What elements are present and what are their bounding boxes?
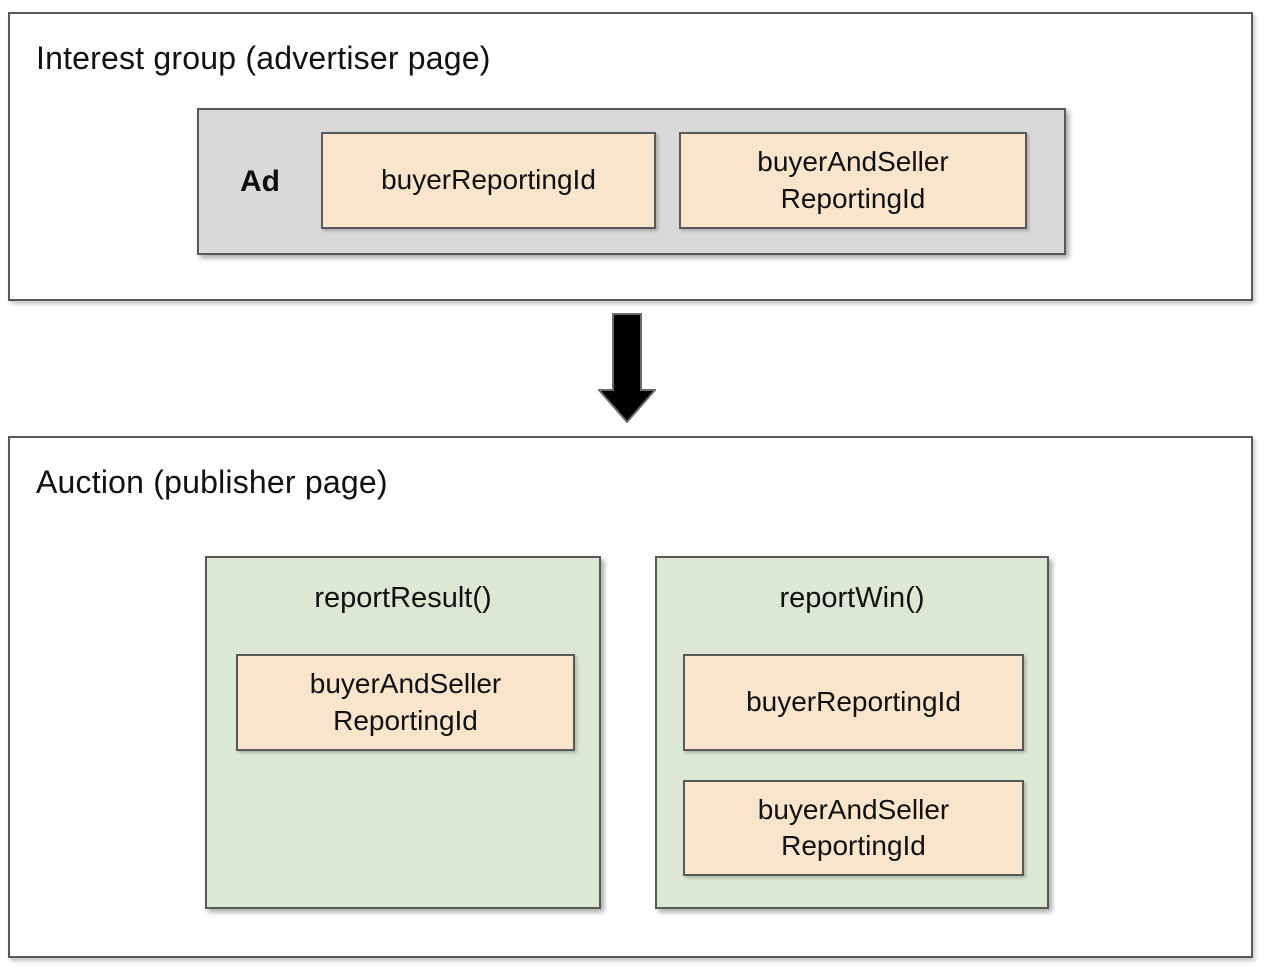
report-win-box: reportWin() buyerReportingId buyerAndSel… bbox=[655, 556, 1049, 909]
report-win-label: reportWin() bbox=[779, 582, 925, 614]
down-arrow-icon bbox=[598, 313, 656, 423]
buyer-and-seller-reporting-id-field: buyerAndSeller ReportingId bbox=[679, 132, 1027, 229]
buyer-reporting-id-field: buyerReportingId bbox=[321, 132, 656, 229]
auction-title: Auction (publisher page) bbox=[36, 464, 388, 500]
ad-container: Ad buyerReportingId buyerAndSeller Repor… bbox=[197, 108, 1066, 255]
buyer-and-seller-reporting-id-field: buyerAndSeller ReportingId bbox=[236, 654, 575, 751]
report-result-box: reportResult() buyerAndSeller ReportingI… bbox=[205, 556, 601, 909]
interest-group-section: Interest group (advertiser page) Ad buye… bbox=[8, 12, 1253, 301]
ad-label: Ad bbox=[240, 164, 280, 198]
auction-section: Auction (publisher page) reportResult() … bbox=[8, 436, 1253, 958]
report-result-label: reportResult() bbox=[314, 582, 492, 614]
buyer-and-seller-reporting-id-field: buyerAndSeller ReportingId bbox=[683, 780, 1024, 876]
interest-group-title: Interest group (advertiser page) bbox=[36, 40, 491, 76]
buyer-reporting-id-field: buyerReportingId bbox=[683, 654, 1024, 751]
